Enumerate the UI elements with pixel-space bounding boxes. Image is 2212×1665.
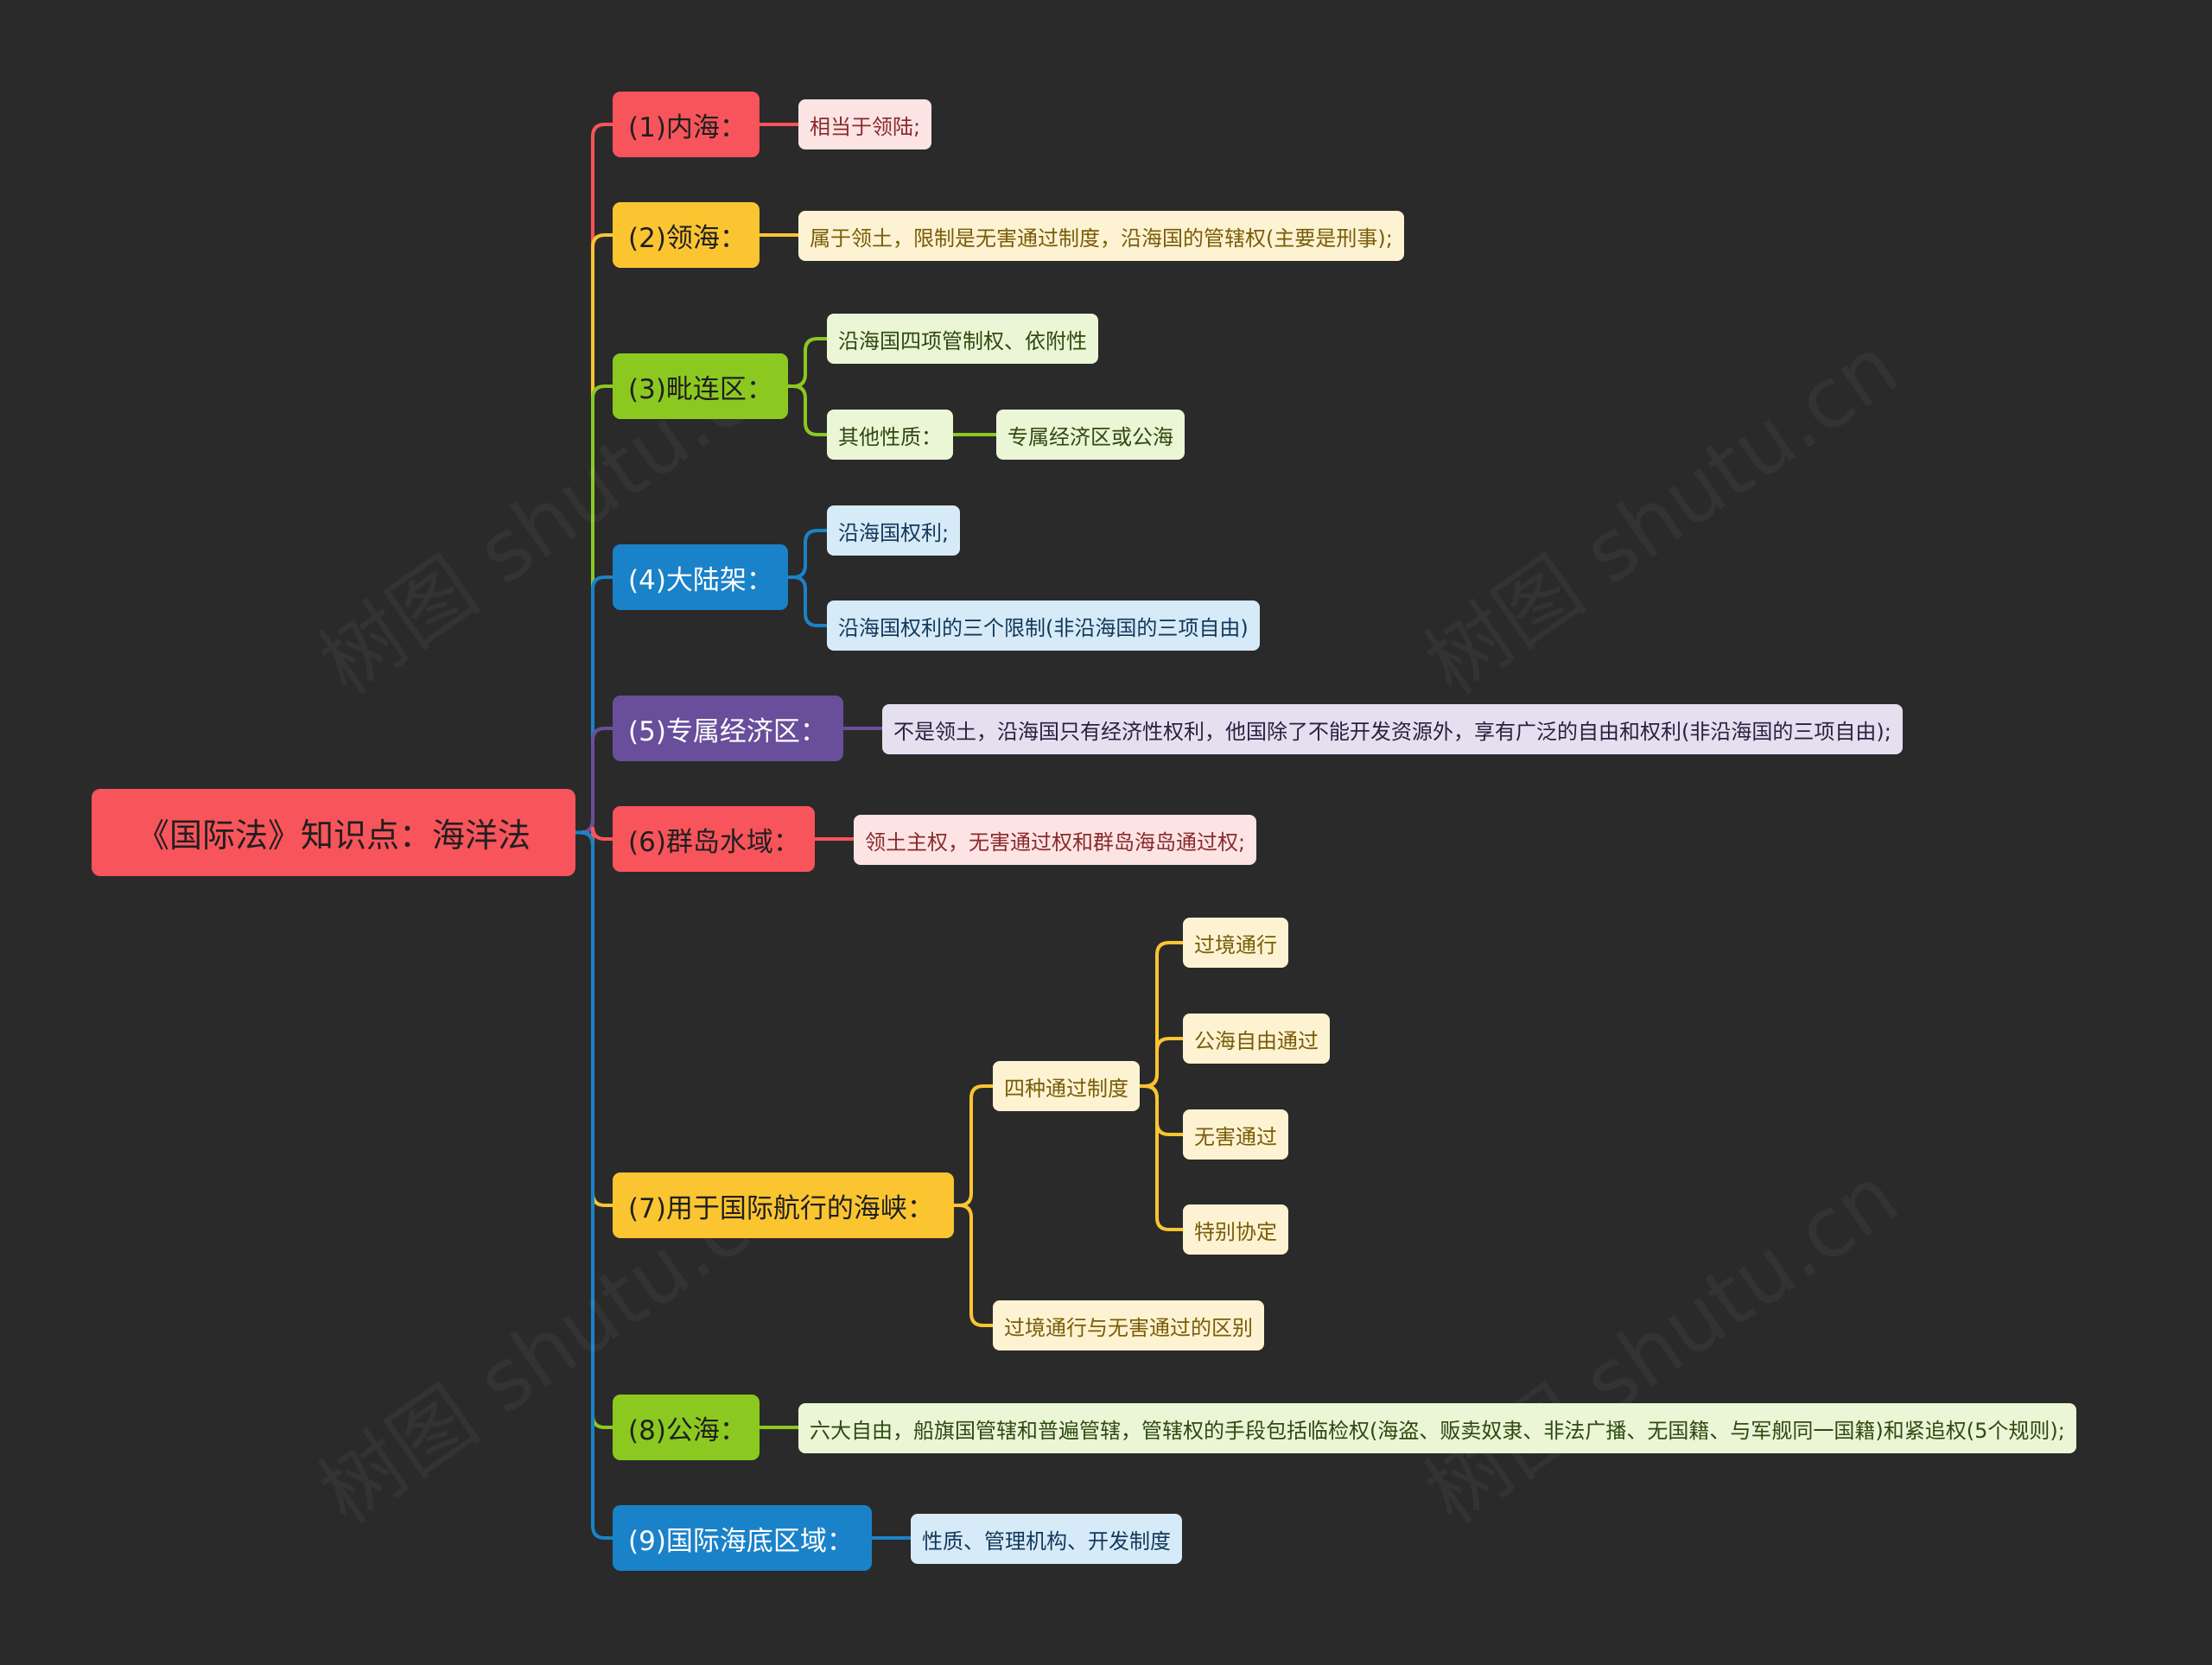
- leaf-eez-note[interactable]: 不是领土，沿海国只有经济性权利，他国除了不能开发资源外，享有广泛的自由和权利(非…: [882, 704, 1903, 754]
- branch-international-seabed-area[interactable]: (9)国际海底区域：: [613, 1505, 872, 1571]
- branch-high-seas[interactable]: (8)公海：: [613, 1395, 760, 1460]
- leaf-innocent-passage[interactable]: 无害通过: [1183, 1109, 1288, 1160]
- root-topic[interactable]: 《国际法》知识点：海洋法: [92, 789, 575, 876]
- branch-continental-shelf[interactable]: (4)大陆架：: [613, 544, 788, 610]
- connector-line: [1138, 1084, 1185, 1136]
- leaf-coastal-state-rights[interactable]: 沿海国权利;: [827, 505, 961, 556]
- connector-line: [1138, 941, 1185, 1088]
- leaf-seabed-note[interactable]: 性质、管理机构、开发制度: [911, 1514, 1182, 1564]
- leaf-transit-vs-innocent[interactable]: 过境通行与无害通过的区别: [993, 1300, 1264, 1350]
- connector-line: [574, 830, 614, 1540]
- leaf-archipelagic-note[interactable]: 领土主权，无害通过权和群岛海岛通过权;: [854, 815, 1257, 865]
- leaf-contiguous-other-nature[interactable]: 其他性质：: [827, 410, 953, 460]
- connector-line: [952, 1204, 995, 1327]
- leaf-high-seas-freedom-passage[interactable]: 公海自由通过: [1183, 1014, 1330, 1064]
- leaf-eez-or-high-seas[interactable]: 专属经济区或公海: [996, 410, 1185, 460]
- connector-line: [1138, 1084, 1185, 1231]
- connector-line: [786, 529, 829, 579]
- branch-internal-waters[interactable]: (1)内海：: [613, 92, 760, 157]
- leaf-transit-passage[interactable]: 过境通行: [1183, 918, 1288, 968]
- branch-exclusive-economic-zone[interactable]: (5)专属经济区：: [613, 696, 843, 761]
- branch-contiguous-zone[interactable]: (3)毗连区：: [613, 353, 788, 419]
- connector-line: [786, 337, 829, 388]
- connector-line: [952, 1084, 995, 1207]
- leaf-four-passage-regimes[interactable]: 四种通过制度: [993, 1061, 1140, 1111]
- branch-international-straits[interactable]: (7)用于国际航行的海峡：: [613, 1172, 954, 1238]
- leaf-coastal-rights-limits[interactable]: 沿海国权利的三个限制(非沿海国的三项自由): [827, 601, 1260, 651]
- branch-territorial-sea[interactable]: (2)领海：: [613, 202, 760, 268]
- connector-line: [1138, 1037, 1185, 1088]
- connector-line: [786, 384, 829, 436]
- leaf-high-seas-note[interactable]: 六大自由，船旗国管辖和普遍管辖，管辖权的手段包括临检权(海盗、贩卖奴隶、非法广播…: [798, 1403, 2076, 1453]
- connector-line: [574, 727, 614, 835]
- leaf-contiguous-control-rights[interactable]: 沿海国四项管制权、依附性: [827, 314, 1098, 364]
- branch-archipelagic-waters[interactable]: (6)群岛水域：: [613, 806, 815, 872]
- connector-line: [786, 575, 829, 627]
- leaf-special-agreement[interactable]: 特别协定: [1183, 1204, 1288, 1255]
- leaf-territorial-sea-note[interactable]: 属于领土，限制是无害通过制度，沿海国的管辖权(主要是刑事);: [798, 211, 1404, 261]
- leaf-internal-waters-note[interactable]: 相当于领陆;: [798, 99, 932, 149]
